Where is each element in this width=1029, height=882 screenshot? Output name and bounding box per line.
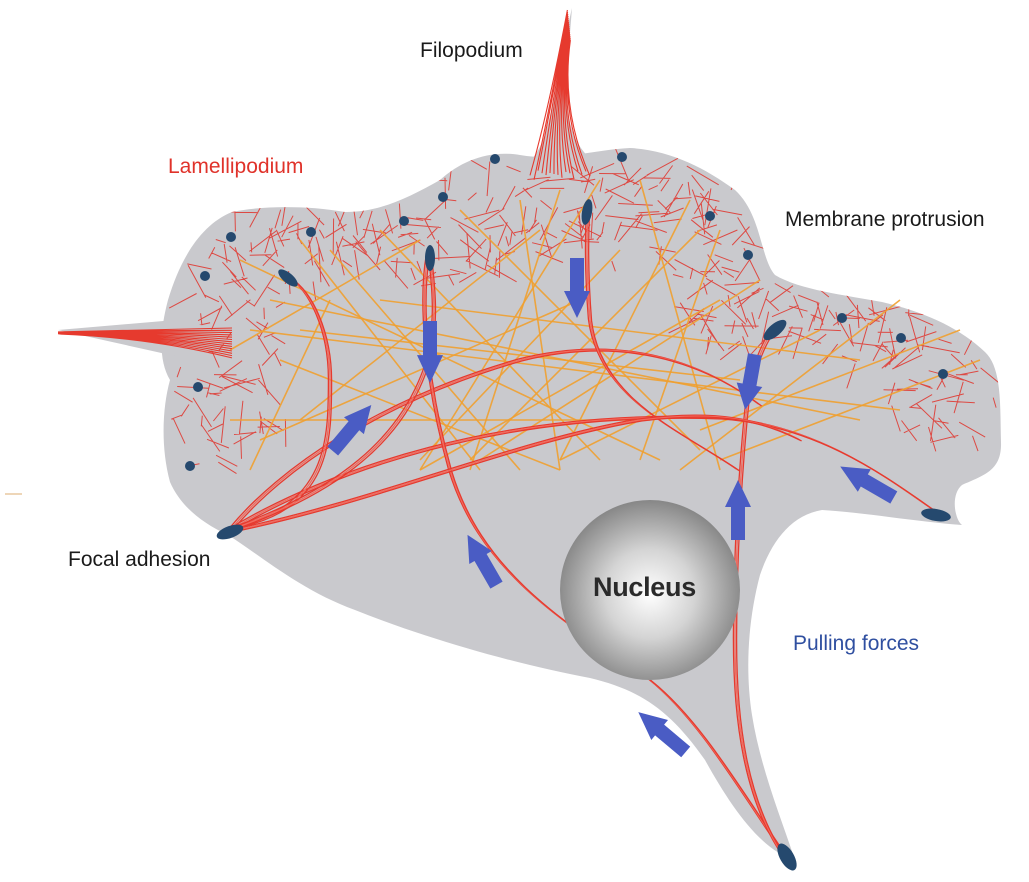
adhesion-dot xyxy=(743,250,753,260)
adhesion-dot xyxy=(837,313,847,323)
label-pulling-forces: Pulling forces xyxy=(793,632,919,656)
adhesion-dot xyxy=(306,227,316,237)
adhesion-dot xyxy=(938,369,948,379)
adhesion-dot xyxy=(705,211,715,221)
focal-adhesion xyxy=(425,245,435,271)
adhesion-dot xyxy=(490,154,500,164)
adhesion-dot xyxy=(185,461,195,471)
adhesion-dot xyxy=(438,192,448,202)
filopodium-top-bundle xyxy=(530,10,590,180)
label-nucleus: Nucleus xyxy=(593,572,696,603)
label-lamellipodium: Lamellipodium xyxy=(168,155,303,179)
adhesion-dot xyxy=(200,271,210,281)
label-filopodium: Filopodium xyxy=(420,39,523,63)
label-focal-adhesion: Focal adhesion xyxy=(68,548,210,572)
adhesion-dot xyxy=(193,382,203,392)
adhesion-dot xyxy=(896,333,906,343)
label-membrane-protrusion: Membrane protrusion xyxy=(785,208,985,232)
adhesion-dot xyxy=(617,152,627,162)
adhesion-dot xyxy=(226,232,236,242)
adhesion-dot xyxy=(399,216,409,226)
